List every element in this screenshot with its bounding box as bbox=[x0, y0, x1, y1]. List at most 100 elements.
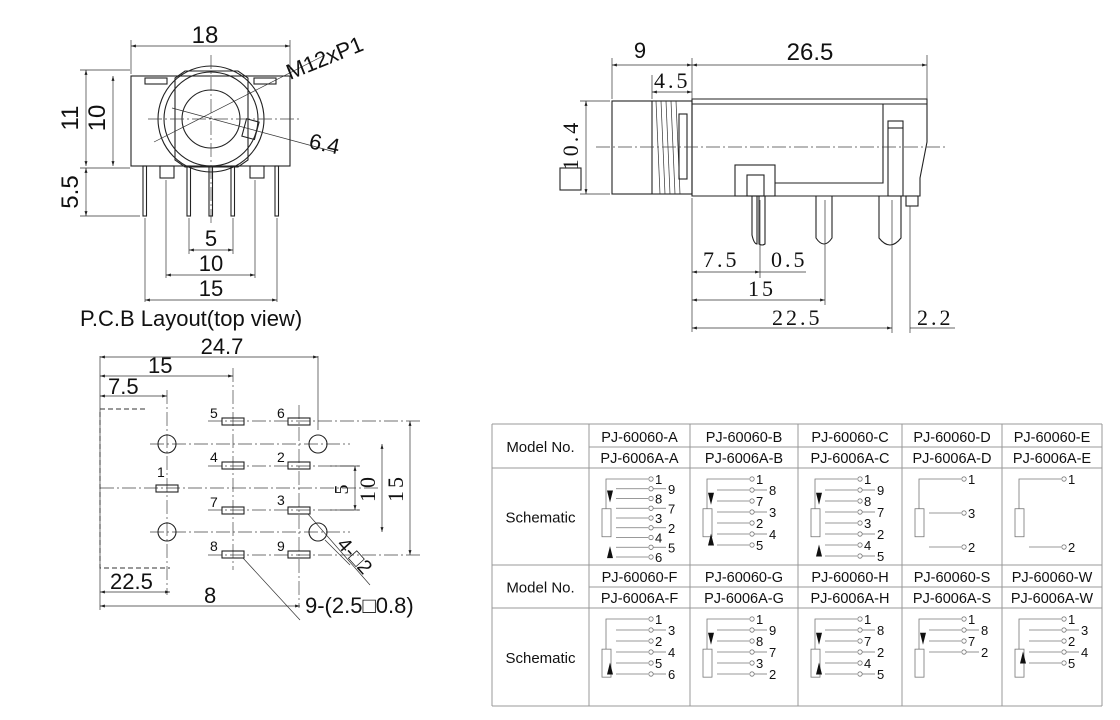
terminal-circle bbox=[648, 534, 654, 541]
dim-8: 8 bbox=[204, 583, 216, 608]
model-number: PJ-6006A-F bbox=[601, 591, 679, 607]
pin-label: 3 bbox=[968, 506, 975, 521]
pcb-title: P.C.B Layout(top view) bbox=[80, 306, 302, 331]
pin-label: 2 bbox=[1068, 634, 1075, 649]
pin-label: 3 bbox=[769, 505, 776, 520]
pin-label: 4 bbox=[655, 531, 662, 546]
model-number: PJ-6006A-C bbox=[811, 451, 890, 467]
dim-total: 24.7 bbox=[201, 334, 244, 359]
terminal-circle bbox=[857, 553, 863, 559]
pin-label: 7 bbox=[769, 645, 776, 660]
terminal-circle bbox=[648, 638, 654, 644]
dim-15: 15 bbox=[148, 353, 172, 378]
terminal-circle bbox=[857, 660, 863, 666]
switch-triangle-icon bbox=[1020, 651, 1026, 664]
mount-hole bbox=[308, 522, 328, 542]
pin-label: 3 bbox=[756, 656, 763, 671]
terminal-circle bbox=[961, 638, 967, 644]
model-number: PJ-60060-B bbox=[706, 430, 783, 446]
pin-label: 8 bbox=[877, 623, 884, 638]
pin-label: 2 bbox=[877, 527, 884, 542]
dim-height-inner: 10 bbox=[84, 105, 111, 132]
plug-symbol bbox=[810, 508, 821, 538]
dim-pitch-15: 15 bbox=[199, 276, 223, 301]
terminal-circle bbox=[648, 660, 654, 666]
dim-22-5: 22.5 bbox=[110, 569, 153, 594]
pin-label: 7 bbox=[668, 501, 675, 516]
pcb-layout: P.C.B Layout(top view) 5 6 4 2 1 7 3 8 9… bbox=[80, 306, 420, 621]
pad-label: 8 bbox=[210, 538, 218, 554]
pin-label: 2 bbox=[668, 521, 675, 536]
model-number: PJ-6006A-D bbox=[913, 451, 992, 467]
nut-outline bbox=[174, 70, 249, 168]
plug-symbol bbox=[1014, 508, 1025, 538]
terminal-circle bbox=[749, 627, 755, 633]
pin-label: 7 bbox=[968, 634, 975, 649]
model-number: PJ-60060-D bbox=[913, 430, 990, 446]
terminal-circle bbox=[1061, 627, 1067, 633]
square-symbol bbox=[559, 167, 582, 191]
tip-lead bbox=[814, 478, 857, 509]
tip-lead bbox=[814, 618, 857, 650]
pin-label: 1 bbox=[968, 612, 975, 627]
pin-label: 1 bbox=[864, 472, 871, 487]
terminal-circle bbox=[749, 476, 755, 482]
terminal-circle bbox=[1061, 544, 1067, 550]
dim-22-5: 22.5 bbox=[772, 305, 823, 330]
dim-thread: M12xP1 bbox=[283, 31, 367, 84]
dim-pitch-5: 5 bbox=[205, 226, 217, 251]
terminal-circle bbox=[648, 486, 654, 492]
model-number: PJ-6006A-G bbox=[704, 591, 784, 607]
terminal-circle bbox=[648, 616, 654, 622]
model-number: PJ-60060-A bbox=[601, 430, 678, 446]
pin-label: 5 bbox=[756, 538, 763, 553]
pin-label: 5 bbox=[877, 667, 884, 682]
plug-symbol bbox=[810, 648, 821, 678]
pin-label: 2 bbox=[756, 516, 763, 531]
pin-label: 6 bbox=[655, 550, 662, 565]
pin-label: 1 bbox=[655, 472, 662, 487]
switch-triangle-icon bbox=[816, 492, 822, 505]
schematic-label: Schematic bbox=[505, 510, 576, 527]
terminal-circle bbox=[1061, 616, 1067, 622]
terminal-circle bbox=[648, 554, 654, 560]
schematic-label: Schematic bbox=[505, 650, 576, 667]
front-view: 18 M12xP1 6.4 11 10 5.5 5 10 15 bbox=[57, 22, 367, 302]
pin-label: 4 bbox=[864, 538, 871, 553]
tip-lead bbox=[706, 478, 749, 509]
plug-symbol bbox=[914, 648, 925, 678]
terminal-circle bbox=[749, 520, 755, 526]
pin-label: 7 bbox=[877, 505, 884, 520]
pad-label: 3 bbox=[277, 492, 285, 508]
terminal-circle bbox=[961, 649, 967, 655]
terminal-circle bbox=[749, 509, 755, 515]
dim-v10: 10 bbox=[355, 474, 380, 502]
pin-label: 9 bbox=[668, 482, 675, 497]
pad-label: 7 bbox=[210, 494, 218, 510]
dim-width: 18 bbox=[192, 22, 219, 49]
terminal-circle bbox=[648, 495, 654, 502]
terminal-circle bbox=[749, 487, 755, 493]
terminal-circle bbox=[749, 498, 755, 504]
pin-label: 2 bbox=[655, 634, 662, 649]
mount-hole bbox=[308, 434, 328, 454]
model-number: PJ-6006A-A bbox=[600, 451, 679, 467]
terminal-circle bbox=[857, 509, 863, 515]
pin-label: 2 bbox=[981, 645, 988, 660]
model-number: PJ-6006A-B bbox=[705, 451, 783, 467]
dim-0-5: 0.5 bbox=[771, 247, 808, 272]
pin-label: 2 bbox=[1068, 540, 1075, 555]
tip-lead bbox=[605, 618, 648, 650]
model-number: PJ-60060-S bbox=[914, 570, 991, 586]
mount-hole bbox=[157, 522, 177, 542]
pin-label: 6 bbox=[668, 667, 675, 682]
pin-label: 4 bbox=[668, 645, 675, 660]
switch-triangle-icon bbox=[607, 490, 613, 503]
pad-label: 4 bbox=[210, 449, 218, 465]
pad-label: 9 bbox=[277, 538, 285, 554]
pin-label: 4 bbox=[1081, 645, 1088, 660]
terminal-circle bbox=[857, 476, 863, 482]
terminal-circle bbox=[749, 616, 755, 622]
model-no-label: Model No. bbox=[506, 439, 574, 456]
